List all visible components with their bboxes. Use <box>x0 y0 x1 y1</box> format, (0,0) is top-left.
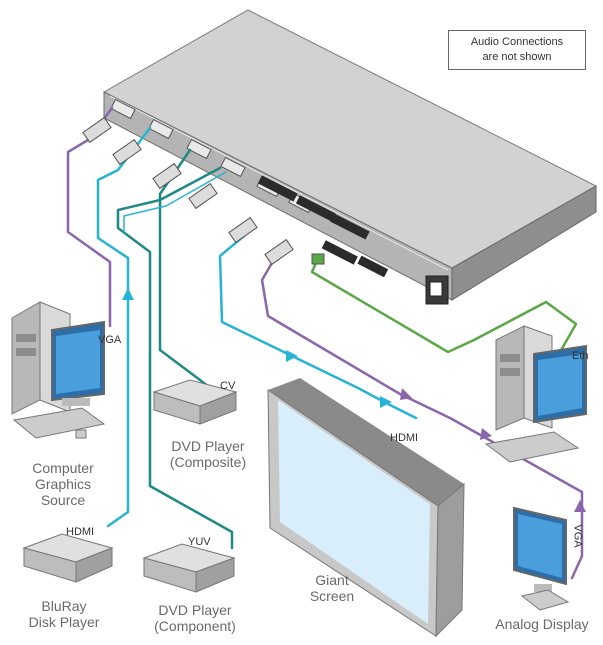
label-eth: Eth <box>572 350 589 362</box>
audio-note-box: Audio Connections are not shown <box>448 30 586 70</box>
chassis-side <box>451 185 597 301</box>
label-analog-display: Analog Display <box>495 616 589 632</box>
cable-plugs <box>82 116 325 266</box>
label-dvd-component: DVD Player (Component) <box>154 602 236 634</box>
cable-cv-in <box>158 148 210 388</box>
label-vga-out: VGA <box>571 524 584 548</box>
giant-screen-device <box>267 378 465 638</box>
label-vga-in: VGA <box>98 334 122 346</box>
cable-yuv-in <box>116 166 234 550</box>
label-hdmi-out: HDMI <box>390 432 419 444</box>
label-dvd-composite: DVD Player (Composite) <box>169 438 247 470</box>
computer-source-device <box>11 301 106 439</box>
matrix-switcher-unit <box>102 9 598 305</box>
label-cv-in: CV <box>220 380 236 392</box>
bluray-player-device <box>22 533 114 583</box>
note-line-2: are not shown <box>482 51 552 63</box>
note-line-1: Audio Connections <box>470 36 564 48</box>
cable-hdmi-in <box>96 126 152 528</box>
ethernet-pc-device <box>484 325 587 463</box>
analog-display-device <box>513 506 570 611</box>
cable-vga-out <box>260 254 584 580</box>
cables <box>66 106 586 580</box>
power-inlet <box>425 275 449 305</box>
label-computer-source: Computer Graphics Source <box>32 460 94 508</box>
dvd-component-device <box>142 543 236 593</box>
cable-ethernet <box>310 256 578 354</box>
label-giant-screen: Giant Screen <box>309 572 355 604</box>
label-bluray: BluRay Disk Player <box>28 598 100 630</box>
label-yuv-in: YUV <box>188 536 211 548</box>
terminal-blocks <box>257 175 389 278</box>
label-hdmi-in: HDMI <box>66 526 95 538</box>
dvd-composite-device <box>152 379 238 425</box>
